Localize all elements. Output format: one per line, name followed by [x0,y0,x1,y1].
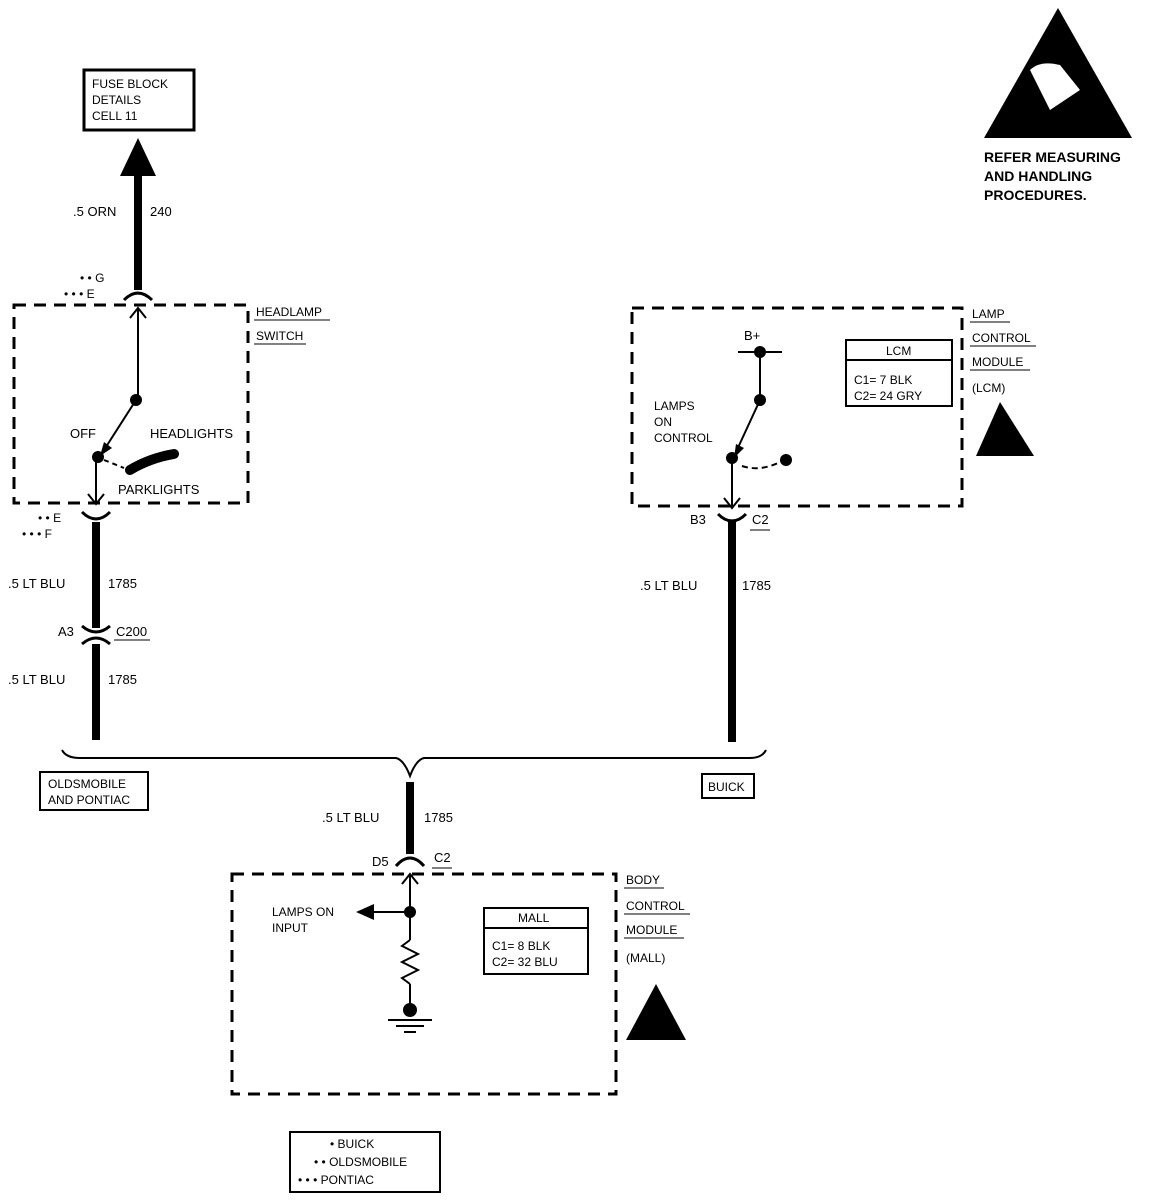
branch-right-label: BUICK [708,780,745,794]
headlamp-switch-label1: HEADLAMP [256,305,322,319]
fuse-block-line3: CELL 11 [92,109,138,123]
lcm-bplus: B+ [744,328,760,343]
headlamp-switch-label2: SWITCH [256,329,303,343]
bcm-esd-icon [626,984,686,1040]
legend-pontiac: • • • PONTIAC [298,1173,374,1187]
left-wire-upper-circuit: 1785 [108,576,137,591]
bcm-input-2: INPUT [272,921,309,935]
lcm-label4: (LCM) [972,381,1005,395]
mall-table-c2: C2= 32 BLU [492,955,558,969]
bcm-box [230,872,618,1096]
mall-table [483,907,589,975]
lcm-table-c2: C2= 24 GRY [854,389,922,403]
lcm-lamps-on-2: ON [654,415,672,429]
connector-top-icon [122,291,154,302]
lcm-label1: LAMP [972,307,1005,321]
bcm-label4: (MALL) [626,951,665,965]
esd-warning-icon [984,8,1132,138]
branch-left-box [39,771,149,811]
legend-olds: • • OLDSMOBILE [314,1155,407,1169]
lcm-lamps-on-3: CONTROL [654,431,713,445]
fuse-block-line2: DETAILS [92,93,141,107]
bcm-pin: D5 [372,854,389,869]
pin-bot-dots2: • • • F [22,527,52,541]
headlamp-switch-box [12,303,250,505]
branch-bracket [61,749,767,779]
lcm-box [630,306,964,508]
center-wire-circuit: 1785 [424,810,453,825]
left-wire-lower-size-color: .5 LT BLU [8,672,65,687]
branch-left-label: OLDSMOBILE [48,777,126,791]
fuse-block-box: FUSE BLOCK DETAILS CELL 11 [82,68,196,132]
lcm-table-title: LCM [886,344,911,358]
lcm-lamps-on-1: LAMPS [654,399,695,413]
fuse-block-line1: FUSE BLOCK [92,77,168,91]
pin-top-dots2: • • • E [64,287,95,301]
mall-table-title: MALL [518,911,550,925]
lcm-connector: C2 [752,512,769,527]
right-wire-circuit: 1785 [742,578,771,593]
right-wire-size-color: .5 LT BLU [640,578,697,593]
switch-parklights-label: PARKLIGHTS [118,482,200,497]
arrow-up-icon [120,138,156,176]
c200-name: C200 [116,624,147,639]
lcm-label2: CONTROL [972,331,1031,345]
pin-top-dots1: • • G [80,271,104,285]
lcm-pin: B3 [690,512,706,527]
bcm-label1: BODY [626,873,660,887]
esd-notice-line1: REFER MEASURING [984,149,1121,165]
lcm-table-c1: C1= 7 BLK [854,373,912,387]
lcm-table [845,339,953,407]
c200-pin: A3 [58,624,74,639]
lcm-esd-icon [976,402,1034,456]
switch-headlights-label: HEADLIGHTS [150,426,233,441]
legend-box [289,1131,441,1193]
branch-left-label2: AND PONTIAC [48,793,130,807]
center-wire-size-color: .5 LT BLU [322,810,379,825]
bcm-input-1: LAMPS ON [272,905,334,919]
switch-off-label: OFF [70,426,96,441]
bcm-label3: MODULE [626,923,677,937]
wire-top-circuit: 240 [150,204,172,219]
esd-notice-line2: AND HANDLING [984,168,1092,184]
wire-top-size-color: .5 ORN [73,204,116,219]
branch-right-box [701,773,755,799]
lamps-on-input-arrow-icon [356,904,374,920]
mall-table-c1: C1= 8 BLK [492,939,550,953]
pin-bot-dots1: • • E [38,511,61,525]
resistor-icon [399,939,421,985]
esd-notice-line3: PROCEDURES. [984,187,1087,203]
lcm-label3: MODULE [972,355,1023,369]
left-wire-upper-size-color: .5 LT BLU [8,576,65,591]
bcm-label2: CONTROL [626,899,685,913]
bcm-connector: C2 [434,850,451,865]
legend-buick: • BUICK [330,1137,374,1151]
left-wire-lower-circuit: 1785 [108,672,137,687]
